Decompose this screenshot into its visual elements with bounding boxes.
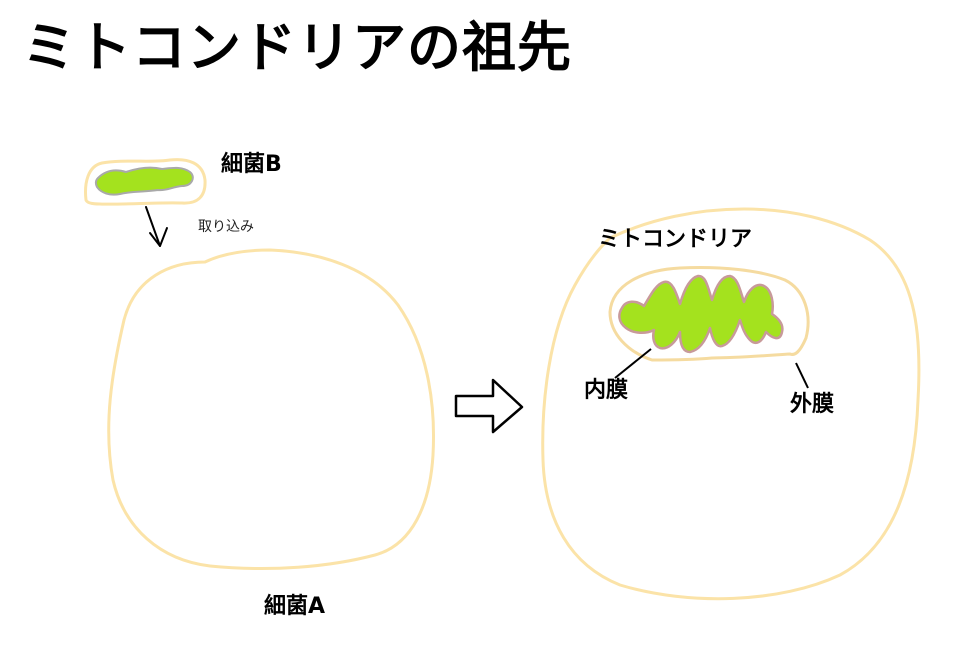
outer-membrane-pointer (795, 362, 809, 389)
bacteria-b (84, 158, 207, 206)
bacteria-a-cell (107, 248, 435, 571)
page-title: ミトコンドリアの祖先 (22, 16, 572, 79)
bacteria-b-label: 細菌B (221, 152, 282, 177)
mitochondria-label: ミトコンドリア (598, 227, 753, 252)
inner-membrane-label: 内膜 (584, 378, 629, 403)
uptake-label: 取り込み (198, 219, 254, 235)
bacteria-a-label: 細菌A (264, 594, 326, 619)
inner-membrane-pointer (614, 348, 652, 379)
transition-arrow (454, 378, 524, 434)
outer-membrane-label: 外膜 (790, 392, 835, 417)
bacteria-b-body (94, 166, 194, 196)
host-cell (541, 207, 921, 601)
mitochondrion-inner-membrane (618, 274, 784, 354)
uptake-arrow (145, 206, 168, 247)
